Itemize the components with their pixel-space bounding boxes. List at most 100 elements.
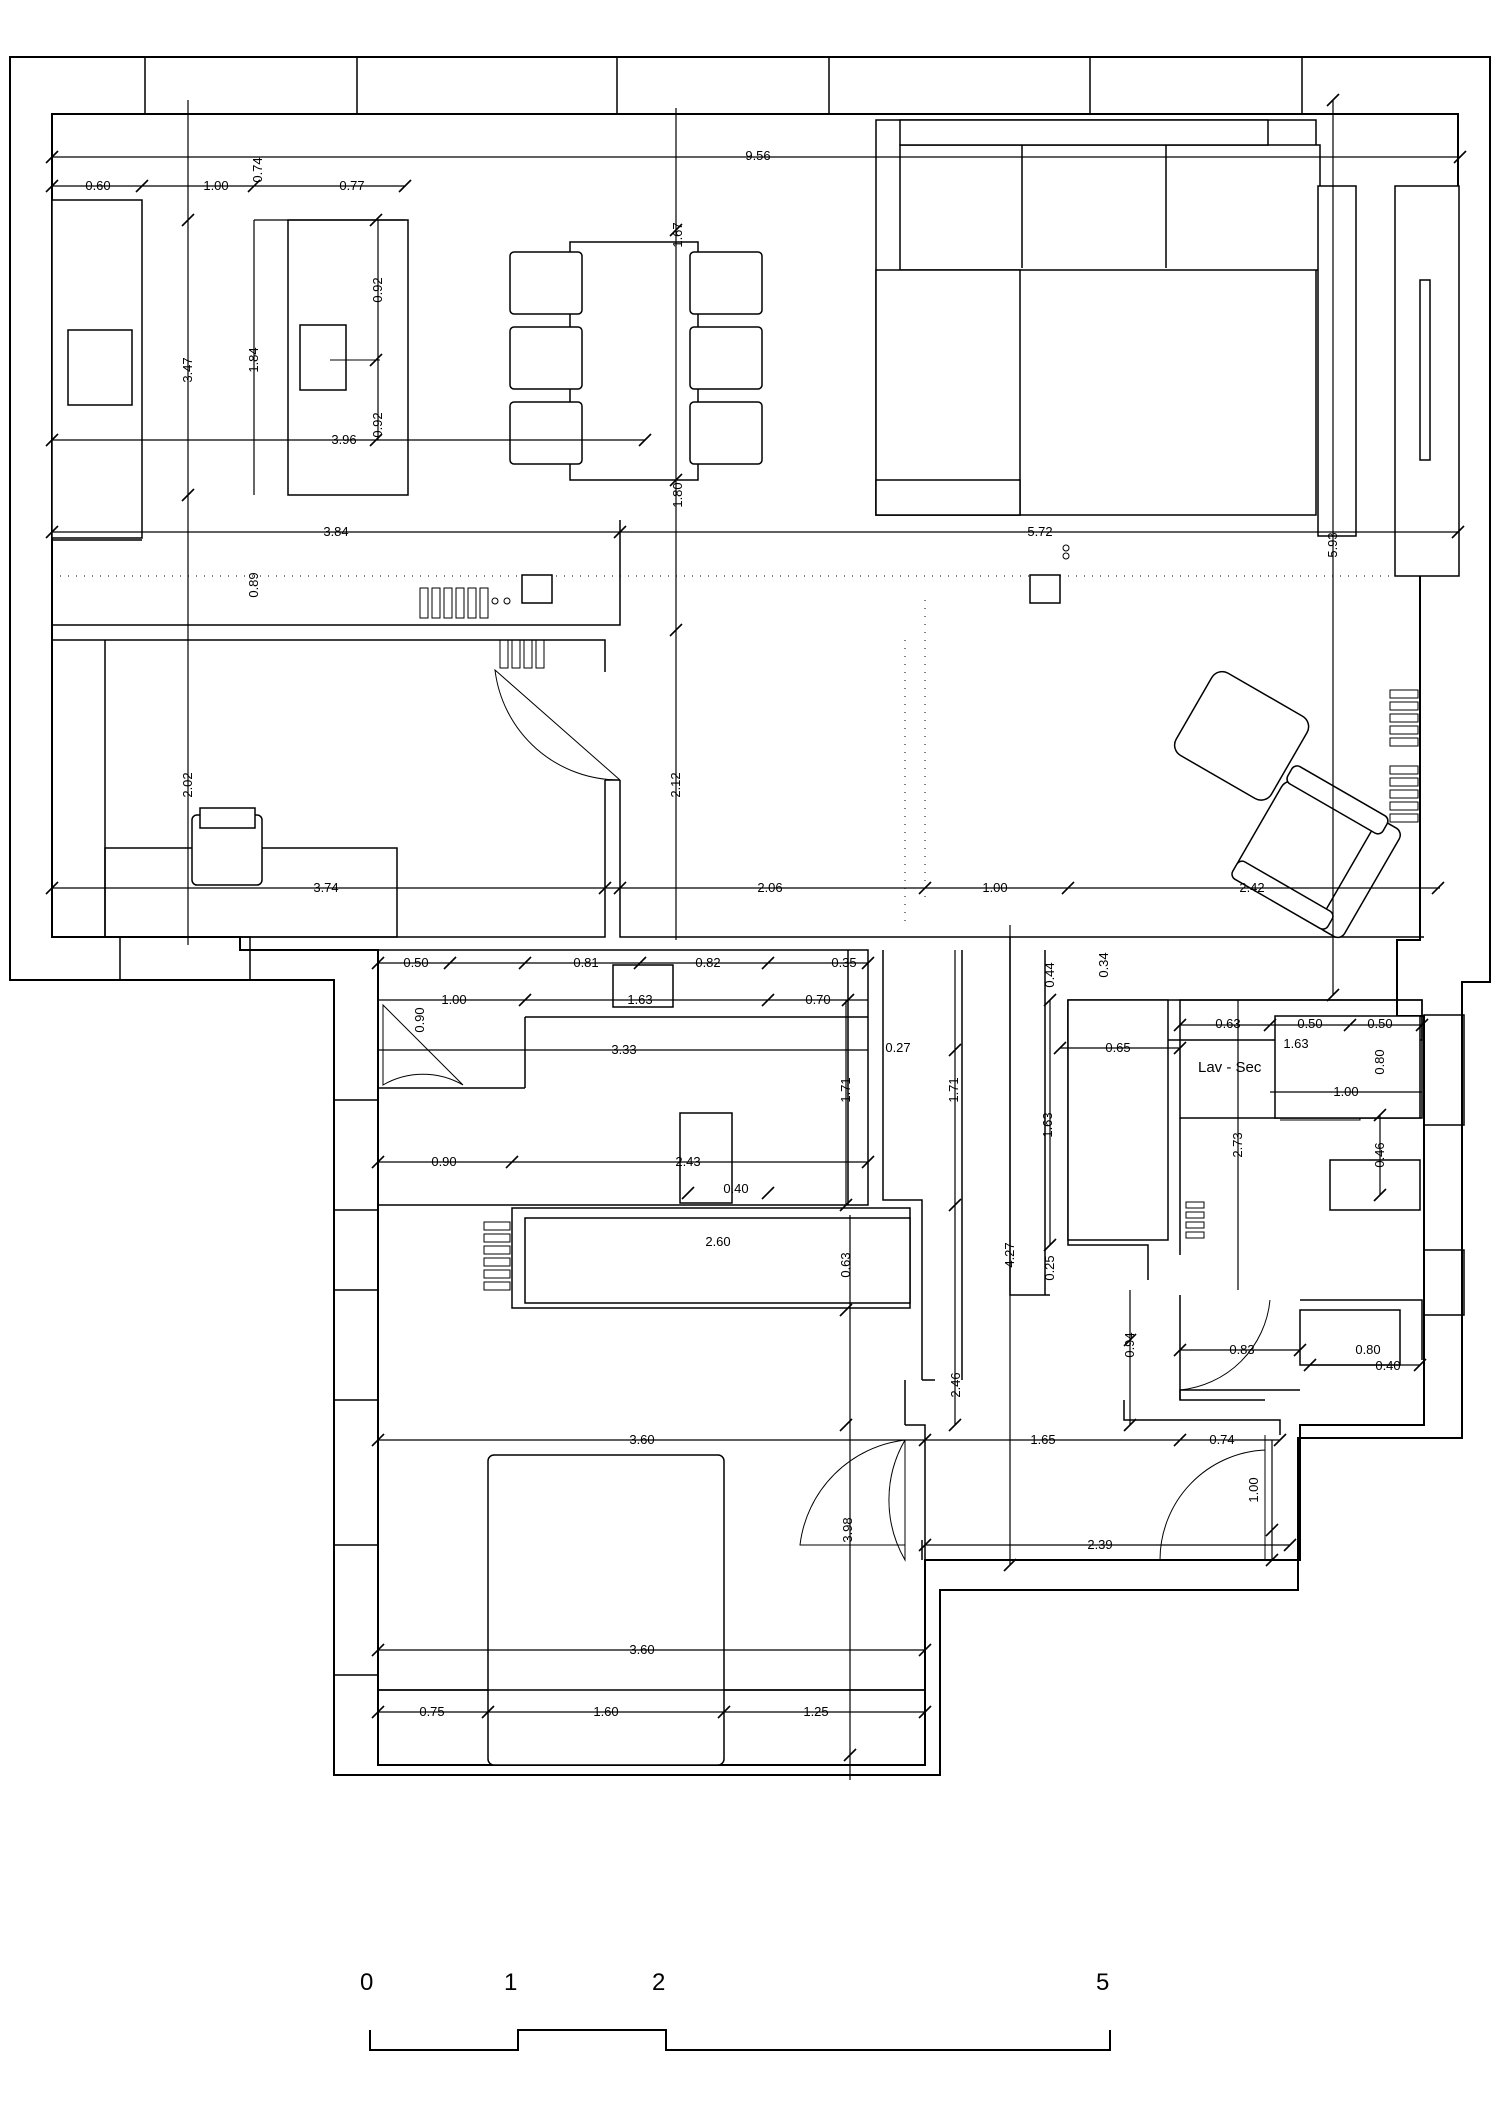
dimension-label-090h: 0.90 — [431, 1154, 456, 1169]
dimension-tick — [839, 1303, 853, 1317]
dimension-tick — [633, 956, 647, 970]
dimension-tick — [247, 179, 261, 193]
dimension-tick — [1343, 1018, 1357, 1032]
radiators — [419, 587, 1419, 1291]
dimension-tick — [948, 1043, 962, 1057]
dimension-tick — [1173, 1343, 1187, 1357]
dimension-label-050a: 0.50 — [403, 955, 428, 970]
dimension-tick — [505, 1155, 519, 1169]
dimension-label-081: 0.81 — [573, 955, 598, 970]
dimension-label-050c: 0.50 — [1367, 1016, 1392, 1031]
dimension-tick — [1265, 1523, 1279, 1537]
dimension-label-360b: 3.60 — [629, 1642, 654, 1657]
dimension-tick — [1263, 1018, 1277, 1032]
dimension-tick — [613, 881, 627, 895]
dimension-tick — [1043, 1238, 1057, 1252]
dimension-tick — [1123, 1333, 1137, 1347]
dimension-label-100-top: 1.00 — [203, 178, 228, 193]
dimension-label-273: 2.73 — [1230, 1132, 1245, 1157]
dimension-tick — [1173, 1433, 1187, 1447]
dimension-label-206: 2.06 — [757, 880, 782, 895]
dimension-tick — [638, 433, 652, 447]
dimension-label-034: 0.34 — [1096, 952, 1111, 977]
dimension-tick — [1173, 1018, 1187, 1032]
dimension-label-065: 0.65 — [1105, 1040, 1130, 1055]
dimension-label-050b: 0.50 — [1297, 1016, 1322, 1031]
dimension-label-384: 3.84 — [323, 524, 348, 539]
dimension-lines — [52, 100, 1460, 1780]
dimension-tick — [181, 213, 195, 227]
dimension-tick — [181, 488, 195, 502]
dimension-label-070: 0.70 — [805, 992, 830, 1007]
dimension-tick — [135, 179, 149, 193]
dimension-label-092b: 0.92 — [370, 412, 385, 437]
dimension-label-202: 2.02 — [180, 772, 195, 797]
scale-bar: 0 1 2 5 — [360, 1969, 1111, 2051]
dimension-tick — [1326, 988, 1340, 1002]
dimension-label-396: 3.96 — [331, 432, 356, 447]
dimension-label-080a: 0.80 — [1372, 1049, 1387, 1074]
dimension-label-593: 5.93 — [1325, 532, 1340, 557]
dimension-label-260: 2.60 — [705, 1234, 730, 1249]
reference-lines — [52, 200, 1430, 925]
dimension-label-167: 1.67 — [670, 222, 685, 247]
dimension-tick — [1053, 1041, 1067, 1055]
dimension-tick — [369, 433, 383, 447]
dimension-label-572: 5.72 — [1027, 524, 1052, 539]
dimension-label-360a: 3.60 — [629, 1432, 654, 1447]
dimension-tick — [1061, 881, 1075, 895]
dimension-tick — [1043, 993, 1057, 1007]
dimension-label-046: 0.46 — [1372, 1142, 1387, 1167]
dimension-label-040b: 0.40 — [1375, 1358, 1400, 1373]
dimension-label-427: 4.27 — [1002, 1242, 1017, 1267]
dimension-label-163b: 1.63 — [1040, 1112, 1055, 1137]
dimension-label-027: 0.27 — [885, 1040, 910, 1055]
dimension-label-060-top: 0.60 — [85, 178, 110, 193]
dimension-tick — [761, 1186, 775, 1200]
dimension-tick — [45, 525, 59, 539]
dimension-tick — [918, 1433, 932, 1447]
dimension-label-077: 0.77 — [339, 178, 364, 193]
dimension-tick — [918, 1538, 932, 1552]
scale-label-1: 1 — [504, 1969, 517, 1996]
dimension-label-242: 2.42 — [1239, 880, 1264, 895]
dimension-tick — [398, 179, 412, 193]
dimension-label-163a: 1.63 — [627, 992, 652, 1007]
dimension-tick — [1373, 1188, 1387, 1202]
dimension-tick — [1326, 93, 1340, 107]
washing-machine — [1274, 1015, 1421, 1119]
dimension-tick — [1413, 1358, 1427, 1372]
dimension-tick — [761, 993, 775, 1007]
dimension-tick — [1453, 150, 1467, 164]
dimension-label-080b: 0.80 — [1355, 1342, 1380, 1357]
dimension-tick — [918, 881, 932, 895]
dining-table — [569, 241, 699, 481]
dimension-tick — [1273, 1433, 1287, 1447]
dimension-tick — [1123, 1418, 1137, 1432]
dimension-tick — [613, 525, 627, 539]
dimension-label-040a: 0.40 — [723, 1181, 748, 1196]
dimension-label-100-lav: 1.00 — [1333, 1084, 1358, 1099]
dimension-label-075: 0.75 — [419, 1704, 444, 1719]
dimension-tick — [918, 1643, 932, 1657]
dimension-label-246: 2.46 — [948, 1372, 963, 1397]
dimension-tick — [841, 993, 855, 1007]
dimension-tick — [839, 1418, 853, 1432]
dimension-tick — [843, 1748, 857, 1762]
dimension-tick — [518, 993, 532, 1007]
dimension-label-090v: 0.90 — [412, 1007, 427, 1032]
dimension-label-100v: 1.00 — [1246, 1477, 1261, 1502]
scale-label-5: 5 — [1096, 1969, 1109, 1996]
dimension-tick — [717, 1705, 731, 1719]
dimension-label-239: 2.39 — [1087, 1537, 1112, 1552]
dimension-tick — [948, 1198, 962, 1212]
dimension-tick — [45, 433, 59, 447]
dimension-tick — [1283, 1538, 1297, 1552]
dimension-tick — [45, 179, 59, 193]
dimension-tick — [371, 956, 385, 970]
dimension-label-074b: 0.74 — [1209, 1432, 1234, 1447]
dimension-tick — [481, 1705, 495, 1719]
dimension-label-100-mid: 1.00 — [982, 880, 1007, 895]
dimension-tick — [861, 956, 875, 970]
